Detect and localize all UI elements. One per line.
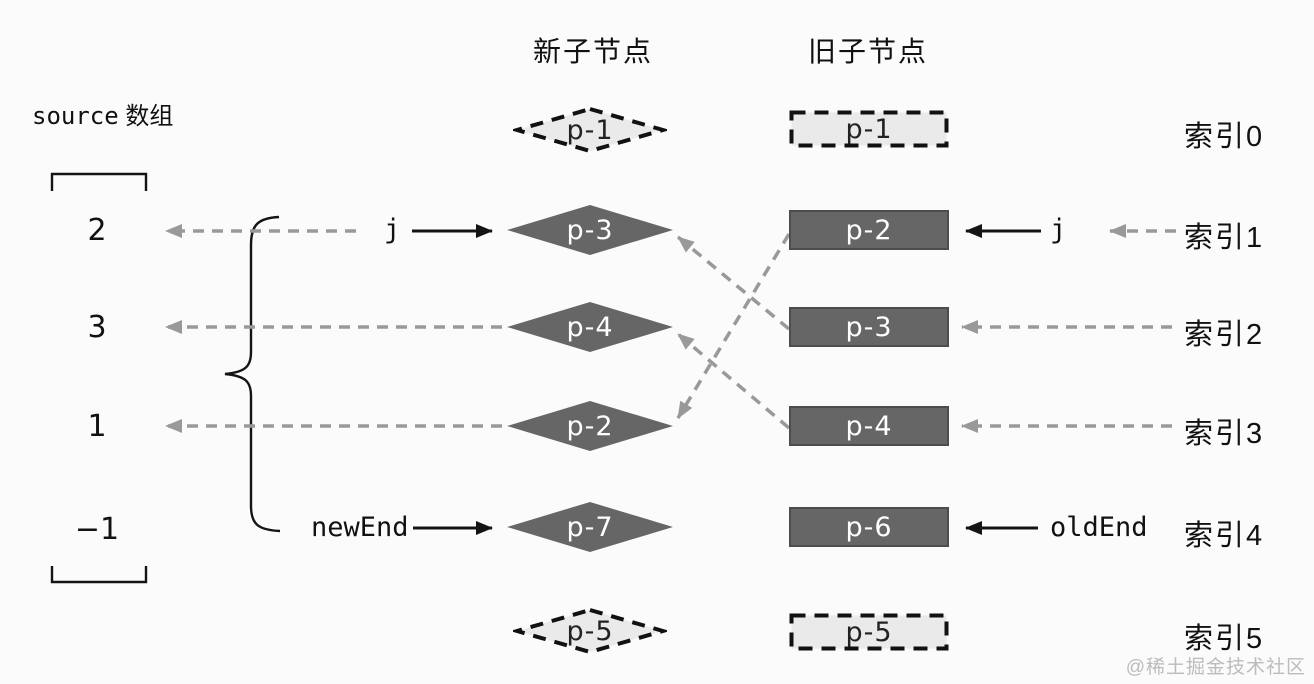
- match-line-p2: [676, 233, 791, 419]
- j-old-label: j: [1050, 214, 1067, 245]
- old-node-p1: p-1: [789, 110, 949, 148]
- old-node-p5: p-5: [789, 613, 949, 651]
- diamond-shape: [507, 205, 673, 255]
- rect-dashed-shape: [789, 613, 949, 651]
- source-value-1: 3: [87, 310, 107, 345]
- new-node-p1: p-1: [513, 106, 667, 154]
- match-line-p4: [676, 332, 791, 430]
- old-children-title: 旧子节点: [807, 36, 928, 67]
- oldEnd-label: oldEnd: [1050, 512, 1148, 543]
- new-node-p2: p-2: [506, 400, 674, 452]
- node-label: p-7: [566, 511, 614, 543]
- node-label: p-5: [845, 616, 893, 648]
- old-node-p2: p-2: [789, 210, 949, 250]
- node-label: p-4: [845, 410, 893, 442]
- source-value-3: −1: [74, 512, 120, 547]
- j-new-label: j: [384, 214, 401, 245]
- rect-shape: [789, 307, 949, 347]
- rect-shape: [789, 406, 949, 446]
- new-children-title: 新子节点: [532, 36, 653, 67]
- old-node-p3: p-3: [789, 307, 949, 347]
- new-node-p5: p-5: [513, 607, 667, 655]
- index-label-0: 索引0: [1184, 121, 1265, 153]
- match-line-p3: [676, 235, 791, 331]
- newEnd-label: newEnd: [311, 512, 409, 543]
- node-label: p-1: [845, 113, 893, 145]
- node-label: p-5: [566, 615, 614, 647]
- node-label: p-4: [566, 311, 614, 343]
- index-label-2: 索引2: [1184, 319, 1265, 351]
- index-label-3: 索引3: [1184, 418, 1265, 450]
- watermark: @稀土掘金技术社区: [1125, 657, 1306, 678]
- diamond-shape: [507, 502, 673, 552]
- source-code-text: source: [32, 102, 119, 130]
- source-suffix-text: 数组: [118, 103, 174, 130]
- node-label: p-1: [566, 114, 614, 146]
- diamond-shape: [507, 302, 673, 352]
- index-label-5: 索引5: [1184, 623, 1265, 655]
- group-brace: [224, 215, 281, 533]
- array-open-bracket: [50, 172, 148, 191]
- index-label-1: 索引1: [1184, 222, 1265, 254]
- index-label-4: 索引4: [1184, 520, 1265, 552]
- node-label: p-3: [845, 311, 893, 343]
- rect-shape: [789, 507, 949, 547]
- rect-dashed-shape: [789, 110, 949, 148]
- new-node-p3: p-3: [506, 204, 674, 256]
- diamond-dashed-shape: [513, 607, 667, 655]
- source-array-label: source 数组: [32, 96, 173, 131]
- new-node-p7: p-7: [506, 501, 674, 553]
- old-node-p6: p-6: [789, 507, 949, 547]
- diamond-shape: [507, 401, 673, 451]
- array-close-bracket: [50, 566, 148, 584]
- new-node-p4: p-4: [506, 301, 674, 353]
- source-value-2: 1: [87, 409, 107, 444]
- node-label: p-6: [845, 511, 893, 543]
- node-label: p-2: [845, 214, 893, 246]
- source-value-0: 2: [87, 213, 107, 248]
- old-node-p4: p-4: [789, 406, 949, 446]
- node-label: p-3: [566, 214, 614, 246]
- node-label: p-2: [566, 410, 614, 442]
- rect-shape: [789, 210, 949, 250]
- diamond-dashed-shape: [513, 106, 667, 154]
